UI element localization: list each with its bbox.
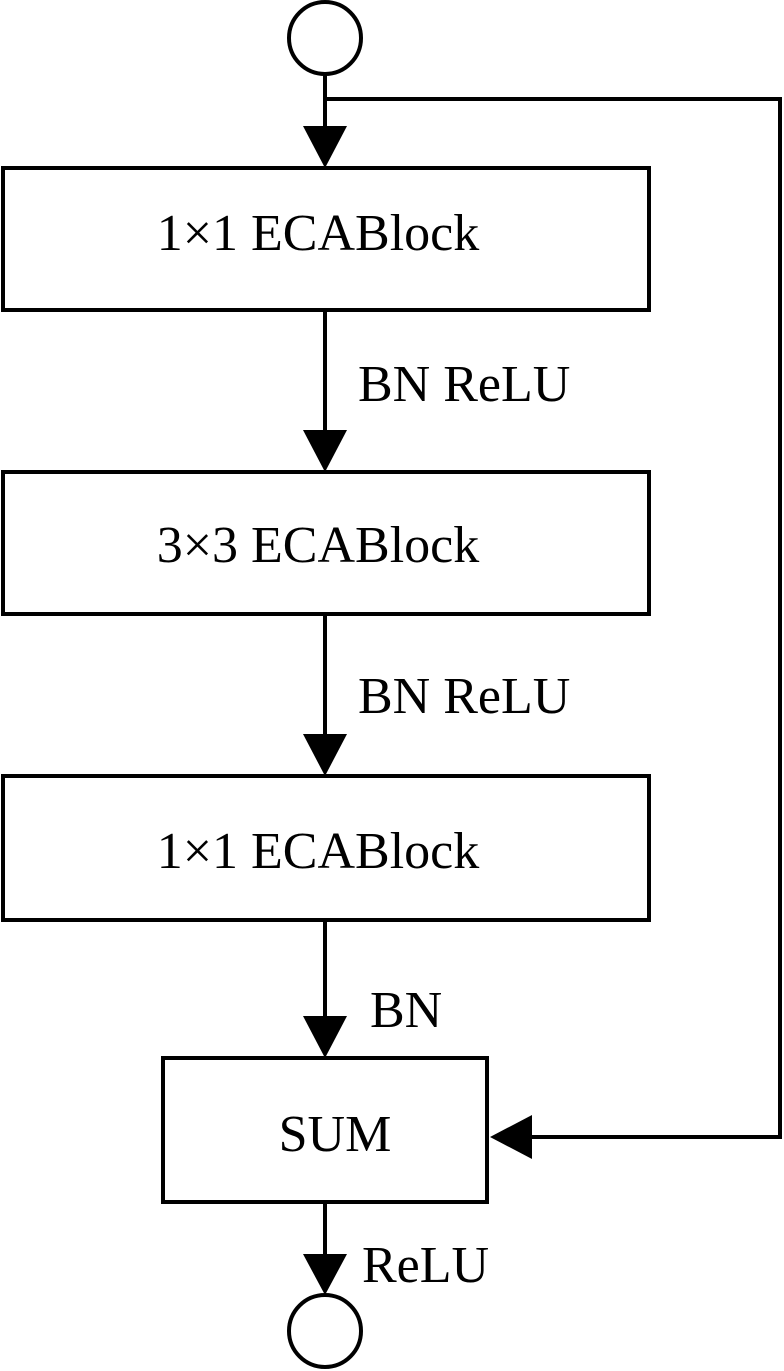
edge-label-after-conv2: BN ReLU [358,668,570,725]
conv3-block [1,774,651,922]
edge-label-after-conv1: BN ReLU [358,356,570,413]
sum-block [161,1056,489,1204]
conv1-block [1,166,651,312]
arrowhead-output [303,1254,347,1295]
conv2-block [1,470,651,616]
skip-connection [325,97,782,1139]
input-node [287,0,363,76]
arrowhead-sum-skip [490,1115,532,1159]
sum-label: SUM [279,1106,392,1163]
output-node [287,1293,363,1369]
arrowhead-conv3 [303,734,347,776]
conv3-label: 1×1 ECABlock [157,823,480,880]
conv1-label: 1×1 ECABlock [157,205,480,262]
arrowhead-sum [303,1016,347,1058]
edge-label-after-conv3: BN [370,982,442,1039]
arrowhead-conv1 [303,126,347,168]
arrowhead-conv2 [303,430,347,472]
edge-label-after-sum: ReLU [362,1237,489,1294]
conv2-label: 3×3 ECABlock [157,517,480,574]
